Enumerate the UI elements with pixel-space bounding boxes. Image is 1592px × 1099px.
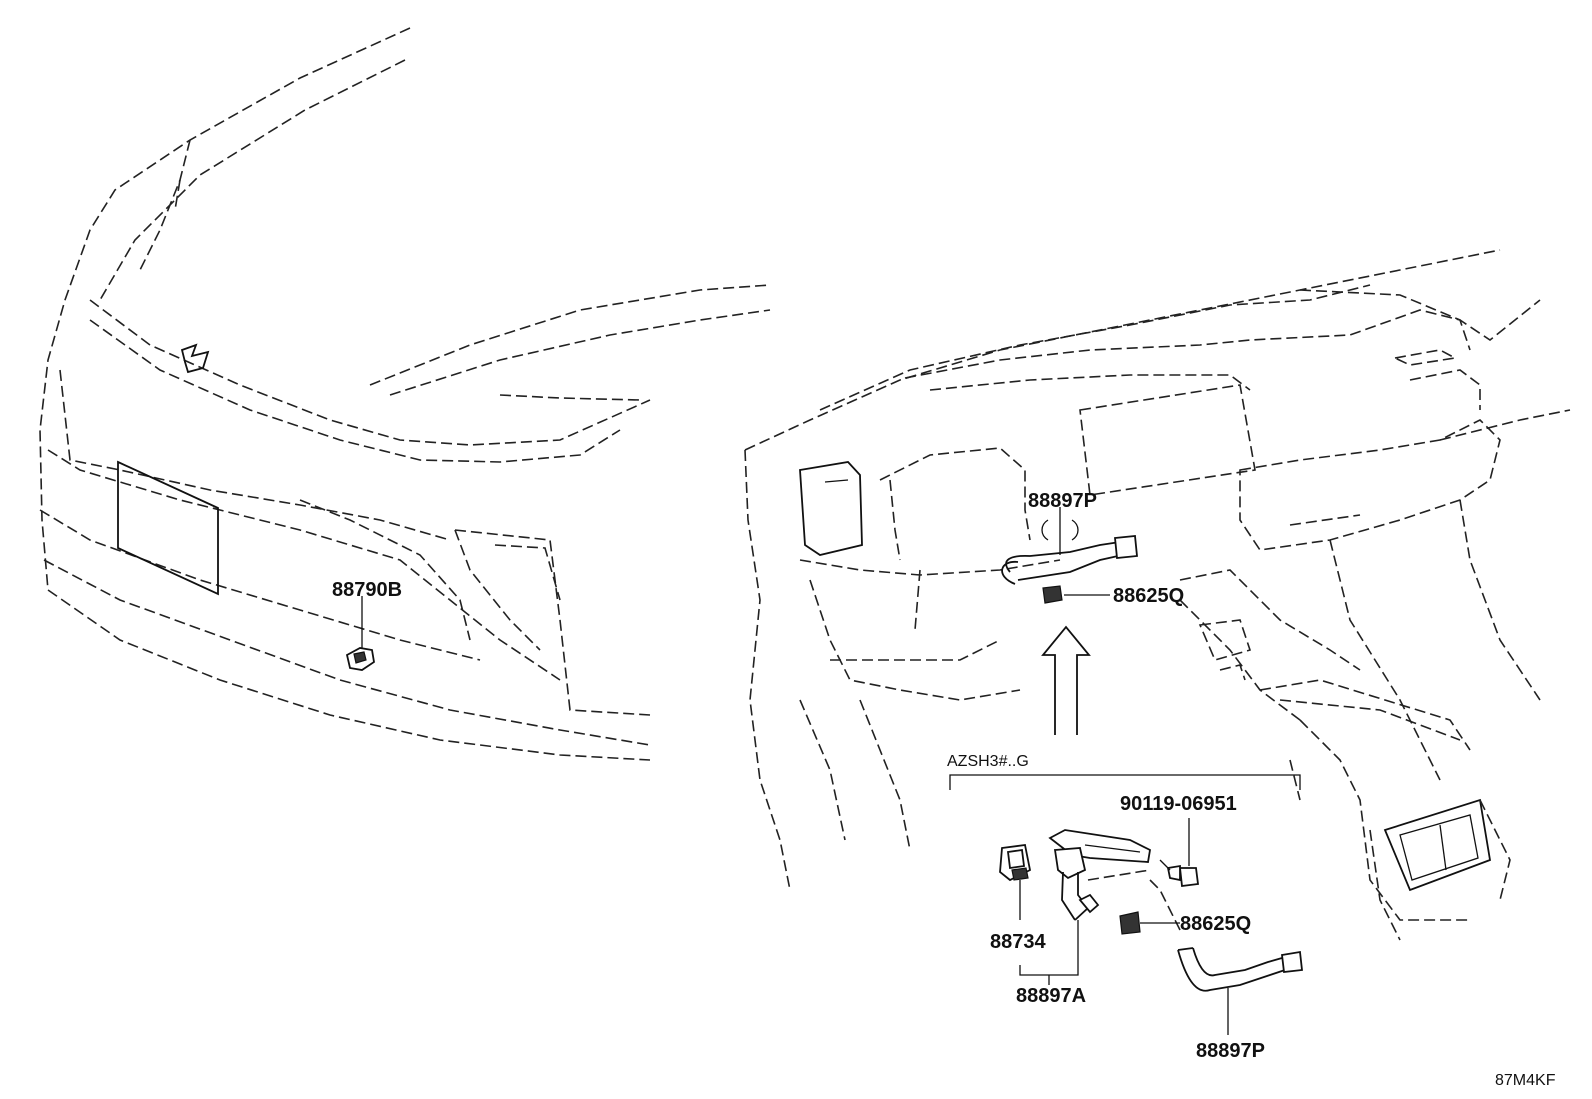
label-88897P-dash: 88897P xyxy=(1028,490,1097,512)
label-variant-code: AZSH3#..G xyxy=(947,753,1029,770)
dash-clip-part xyxy=(1042,585,1063,604)
hose-part xyxy=(1177,947,1303,992)
dashboard-illustration xyxy=(744,249,1571,941)
vehicle-front-illustration xyxy=(39,27,771,761)
bolt-part xyxy=(1159,859,1200,888)
detail-box xyxy=(949,774,1301,790)
label-90119-06951: 90119-06951 xyxy=(1120,793,1237,815)
bracket-assembly-part xyxy=(1048,829,1181,931)
label-88897A: 88897A xyxy=(1016,985,1086,1007)
ambient-sensor-part xyxy=(345,647,375,671)
clip-part xyxy=(1119,911,1141,935)
label-88734: 88734 xyxy=(990,931,1046,953)
diagram-code: 87M4KF xyxy=(1495,1072,1556,1089)
label-88625Q-dash: 88625Q xyxy=(1113,585,1184,607)
label-88790B: 88790B xyxy=(332,579,402,601)
view-direction-arrow xyxy=(1041,625,1091,735)
label-88897P-detail: 88897P xyxy=(1196,1040,1265,1062)
dash-hose-part xyxy=(1001,535,1138,585)
sensor-part xyxy=(999,843,1032,882)
label-88625Q-detail: 88625Q xyxy=(1180,913,1251,935)
